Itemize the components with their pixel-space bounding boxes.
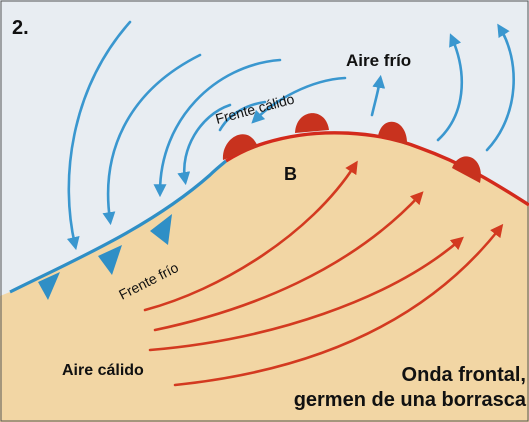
low-pressure-center-label: B	[284, 164, 297, 184]
cold-air-label: Aire frío	[346, 51, 411, 70]
warm-front	[222, 113, 529, 207]
warm-arrow	[148, 236, 464, 352]
cold-front-triangle	[38, 272, 60, 300]
caption-line-2: germen de una borrasca	[294, 389, 527, 411]
panel-number: 2.	[12, 17, 29, 39]
warm-front-semicircle	[295, 113, 329, 133]
caption-line-1: Onda frontal,	[402, 364, 526, 386]
warm-arrow	[173, 223, 504, 387]
warm-front-semicircle	[222, 134, 258, 160]
warm-front-semicircle	[378, 121, 408, 145]
cold-arrow	[251, 76, 347, 124]
cold-arrow	[177, 103, 232, 186]
cold-arrow	[218, 100, 267, 132]
cold-front	[9, 159, 228, 300]
cold-arrow	[66, 20, 132, 251]
warm-arrow	[143, 160, 358, 312]
cold-arrow	[153, 58, 282, 198]
warm-arrow	[153, 191, 424, 332]
cold-arrow	[485, 23, 515, 152]
cold-air-arrows	[66, 20, 515, 251]
cold-front-triangle	[98, 245, 122, 275]
warm-air-arrows	[143, 160, 504, 387]
cold-arrow	[102, 53, 202, 226]
cold-front-triangle	[150, 214, 172, 245]
cold-arrow	[370, 74, 386, 117]
warm-front-semicircle	[452, 156, 481, 183]
cold-front-line	[9, 159, 228, 294]
cold-arrow	[436, 33, 463, 142]
warm-air-label: Aire cálido	[62, 362, 144, 379]
warm-air-region	[0, 132, 529, 422]
